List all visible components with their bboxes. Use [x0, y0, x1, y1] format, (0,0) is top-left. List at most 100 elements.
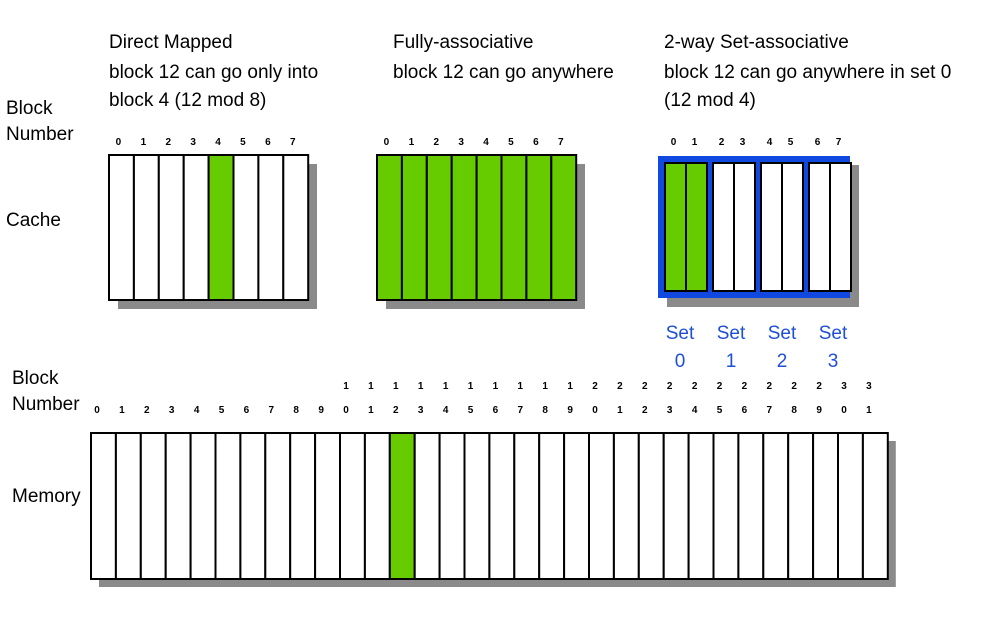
memory-block-index-ones: 6 [493, 405, 499, 416]
set-number: 1 [726, 351, 737, 372]
memory-block-index: 4 [194, 405, 200, 416]
direct-mapped-heading-line1: Direct Mapped [109, 32, 233, 53]
block-number-bottom-label-line1: Block [12, 368, 59, 389]
memory-block-index-tens: 2 [617, 381, 623, 392]
memory-block-index-ones: 8 [791, 405, 797, 416]
memory-block [189, 432, 217, 580]
direct-mapped-block [232, 154, 260, 301]
memory-block [837, 432, 864, 580]
memory-block [438, 432, 466, 580]
set-number: 2 [777, 351, 788, 372]
memory-block-index-ones: 0 [841, 405, 847, 416]
direct-mapped-block [282, 154, 310, 301]
fully-associative-block-index: 2 [433, 137, 439, 148]
fully-associative-block-index: 6 [533, 137, 539, 148]
fully-associative-block-highlighted [550, 154, 578, 301]
memory-block [488, 432, 516, 580]
set-associative-block [733, 162, 756, 292]
memory-block-index-ones: 3 [667, 405, 673, 416]
memory-block-index-tens: 2 [791, 381, 797, 392]
set-associative-block [829, 162, 852, 292]
memory-block-index: 2 [144, 405, 150, 416]
memory-block [563, 432, 590, 580]
direct-mapped-heading-line3: block 4 (12 mod 8) [109, 90, 266, 111]
fully-associative-block-highlighted [500, 154, 528, 301]
memory-block [289, 432, 317, 580]
memory-block-index-tens: 1 [418, 381, 424, 392]
memory-block-index-ones: 4 [443, 405, 449, 416]
set-associative-block-index: 3 [740, 137, 746, 148]
direct-mapped-block [157, 154, 185, 301]
set-label: Set [666, 323, 695, 344]
set-associative-block [781, 162, 804, 292]
set-associative-block-index: 7 [836, 137, 842, 148]
memory-block-index-ones: 4 [692, 405, 698, 416]
set-associative-block-index: 6 [815, 137, 821, 148]
memory-block-index-tens: 1 [368, 381, 374, 392]
memory-block-index-tens: 1 [343, 381, 349, 392]
fully-associative-block-index: 0 [384, 137, 390, 148]
set-label: Set [768, 323, 797, 344]
memory-block-index-ones: 7 [767, 405, 773, 416]
direct-mapped-block-index: 3 [190, 137, 196, 148]
memory-block [363, 432, 391, 580]
memory-block [314, 432, 342, 580]
fully-associative-block-highlighted [376, 154, 403, 301]
memory-block-index-tens: 2 [642, 381, 648, 392]
memory-block-index: 7 [269, 405, 275, 416]
memory-block-index: 5 [219, 405, 225, 416]
memory-block-index-tens: 3 [841, 381, 847, 392]
memory-block-index-ones: 3 [418, 405, 424, 416]
set-label: Set [819, 323, 848, 344]
set-associative-block-index: 5 [788, 137, 794, 148]
fully-associative-block-highlighted [400, 154, 428, 301]
fully-associative-block-highlighted [450, 154, 478, 301]
fully-associative-block-highlighted [525, 154, 553, 301]
direct-mapped-block-index: 0 [116, 137, 122, 148]
memory-block [861, 432, 889, 580]
memory-block-index-tens: 1 [493, 381, 499, 392]
memory-block-index: 3 [169, 405, 175, 416]
memory-block-index-tens: 2 [592, 381, 598, 392]
direct-mapped-heading-line2: block 12 can go only into [109, 62, 318, 83]
memory-block-highlighted [388, 432, 416, 580]
direct-mapped-block-index: 1 [141, 137, 147, 148]
memory-block-index-ones: 5 [717, 405, 723, 416]
memory-block [214, 432, 242, 580]
memory-block [787, 432, 815, 580]
memory-block [339, 432, 366, 580]
memory-block-index-ones: 0 [592, 405, 598, 416]
memory-block [239, 432, 267, 580]
fully-associative-block-index: 5 [508, 137, 514, 148]
set-label: Set [717, 323, 746, 344]
memory-block-index-tens: 3 [866, 381, 872, 392]
fully-associative-block-index: 7 [558, 137, 564, 148]
memory-block [538, 432, 566, 580]
set-associative-heading-line3: (12 mod 4) [664, 90, 756, 111]
block-number-top-label-line1: Block [6, 98, 53, 119]
memory-block [737, 432, 765, 580]
memory-block-index-ones: 6 [742, 405, 748, 416]
memory-block-index-tens: 2 [742, 381, 748, 392]
memory-block-index: 6 [244, 405, 250, 416]
memory-block-index-tens: 2 [667, 381, 673, 392]
direct-mapped-block-index: 6 [265, 137, 271, 148]
set-associative-block-index: 4 [767, 137, 773, 148]
fully-associative-block-highlighted [475, 154, 503, 301]
memory-block [812, 432, 839, 580]
memory-block-index-ones: 0 [343, 405, 349, 416]
memory-block-index-tens: 2 [692, 381, 698, 392]
memory-block-index-tens: 1 [567, 381, 573, 392]
memory-block-index: 9 [318, 405, 324, 416]
memory-block-index-tens: 2 [767, 381, 773, 392]
memory-block-index-ones: 2 [393, 405, 399, 416]
memory-block-index-tens: 1 [443, 381, 449, 392]
memory-block [90, 432, 117, 580]
memory-block-index-tens: 1 [518, 381, 524, 392]
fully-associative-block-highlighted [425, 154, 453, 301]
